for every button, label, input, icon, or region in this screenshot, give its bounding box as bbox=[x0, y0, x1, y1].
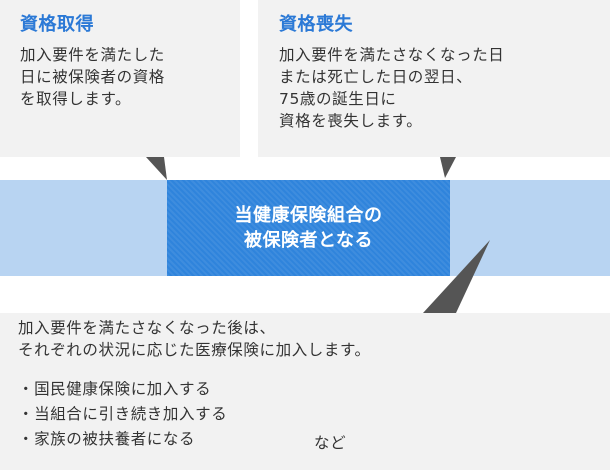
etc-label: など bbox=[314, 434, 347, 452]
acquisition-title: 資格取得 bbox=[20, 14, 94, 35]
option-item: ・国民健康保険に加入する bbox=[18, 380, 212, 398]
after-loss-options: ・国民健康保険に加入する ・当組合に引き続き加入する ・家族の被扶養者になる bbox=[18, 377, 227, 452]
insured-period-box: 当健康保険組合の 被保険者となる bbox=[167, 180, 450, 276]
loss-description: 加入要件を満たさなくなった日 または死亡した日の翌日、 75歳の誕生日に 資格を… bbox=[279, 46, 505, 130]
acquisition-callout: 資格取得 加入要件を満たした 日に被保険者の資格 を取得します。 bbox=[0, 0, 240, 157]
acquisition-description: 加入要件を満たした 日に被保険者の資格 を取得します。 bbox=[20, 46, 165, 108]
insured-period-label: 当健康保険組合の 被保険者となる bbox=[234, 205, 383, 251]
acquisition-pointer bbox=[146, 157, 167, 180]
after-loss-callout: 加入要件を満たさなくなった後は、 それぞれの状況に応じた医療保険に加入します。 … bbox=[0, 313, 610, 470]
loss-title: 資格喪失 bbox=[279, 14, 353, 35]
option-item: ・当組合に引き続き加入する bbox=[18, 405, 228, 423]
loss-pointer bbox=[440, 157, 456, 178]
after-loss-intro: 加入要件を満たさなくなった後は、 それぞれの状況に応じた医療保険に加入します。 bbox=[18, 319, 371, 359]
loss-callout: 資格喪失 加入要件を満たさなくなった日 または死亡した日の翌日、 75歳の誕生日… bbox=[258, 0, 610, 157]
option-item: ・家族の被扶養者になる bbox=[18, 430, 196, 448]
